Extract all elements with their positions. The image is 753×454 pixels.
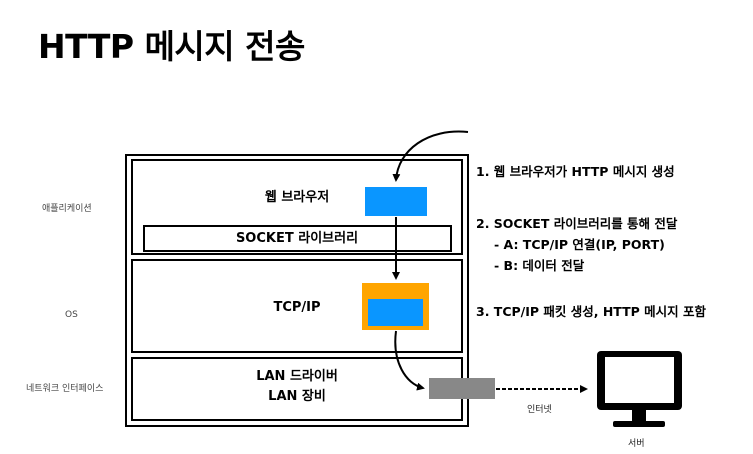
step2b-note: - B: 데이터 전달 — [494, 258, 585, 273]
step2a-note: - A: TCP/IP 연결(IP, PORT) — [494, 237, 665, 252]
lan-driver-label: LAN 드라이버 — [256, 369, 338, 384]
tcpip-label: TCP/IP — [273, 300, 321, 315]
socket-library-box — [143, 225, 452, 252]
curved-arrow-step1 — [392, 130, 469, 182]
socket-library-label: SOCKET 라이브러리 — [235, 231, 359, 246]
page-title: HTTP 메시지 전송 — [38, 27, 305, 66]
server-label: 서버 — [628, 439, 645, 449]
internet-label: 인터넷 — [527, 405, 552, 415]
layer-label-network-interface: 네트워크 인터페이스 — [26, 384, 104, 394]
server-monitor-icon — [597, 351, 682, 427]
packet-http-message-block — [368, 299, 423, 326]
lan-wire-block — [429, 378, 495, 399]
step1-note: 1. 웹 브라우저가 HTTP 메시지 생성 — [476, 164, 675, 179]
lan-device-label: LAN 장비 — [268, 389, 326, 404]
step3-note: 3. TCP/IP 패킷 생성, HTTP 메시지 포함 — [476, 304, 707, 319]
step2-note: 2. SOCKET 라이브러리를 통해 전달 — [476, 216, 678, 231]
layer-label-application: 애플리케이션 — [42, 204, 92, 214]
http-message-block — [365, 187, 427, 216]
curved-arrow-os-to-lan — [394, 330, 425, 391]
layer-label-os: OS — [65, 310, 78, 320]
browser-label: 웹 브라우저 — [264, 190, 330, 205]
network-interface-box — [131, 357, 463, 421]
